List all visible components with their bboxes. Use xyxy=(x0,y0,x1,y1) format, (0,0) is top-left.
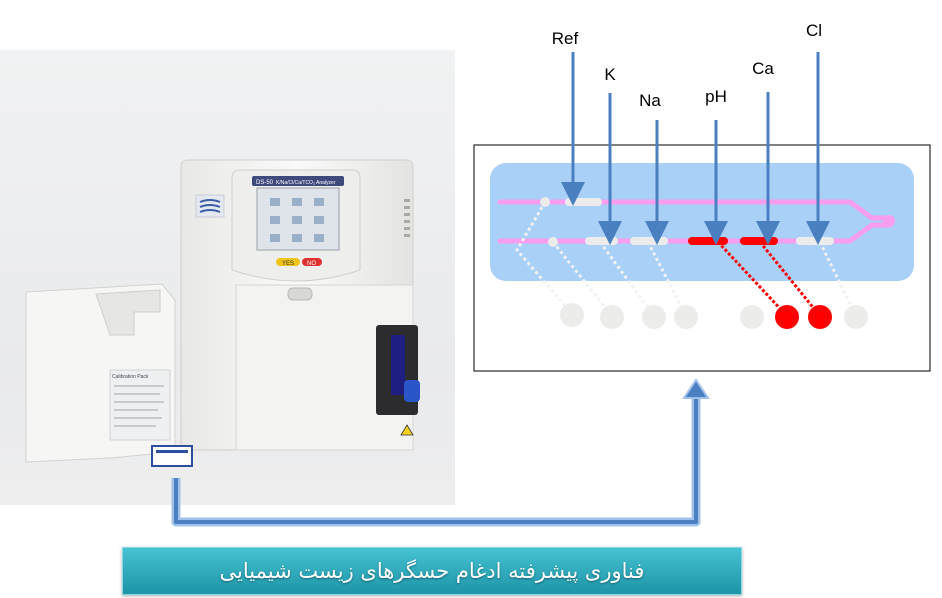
model-strip xyxy=(252,176,344,186)
active-leads xyxy=(716,240,822,318)
printer-knob[interactable] xyxy=(287,287,313,301)
contact-pad xyxy=(674,305,698,329)
contact-pad xyxy=(844,305,868,329)
ph-label: pH xyxy=(705,87,727,106)
contact-pad xyxy=(740,305,764,329)
fluid-channel xyxy=(497,199,893,244)
k-label: K xyxy=(604,65,616,84)
analyzer-device: DS-50 K/Na/Cl/Ca/TCO₂ Analyzer YES NO xyxy=(180,159,420,451)
contact-pad xyxy=(642,305,666,329)
contact-pads xyxy=(560,303,868,329)
yes-button[interactable] xyxy=(276,258,300,266)
contact-pad xyxy=(600,305,624,329)
fluid-channel-panel xyxy=(490,163,914,281)
na-label: Na xyxy=(639,91,661,110)
model-text: K/Na/Cl/Ca/TCO₂ Analyzer xyxy=(276,180,336,186)
pack-label: Calibration Pack xyxy=(112,374,149,380)
junction-node xyxy=(548,237,558,247)
callout-arrows xyxy=(561,52,830,245)
calibration-pack: Calibration Pack xyxy=(25,283,193,467)
model-badge: DS-50 xyxy=(256,180,274,186)
caption-text: فناوری پیشرفته ادغام حسگرهای زیست شیمیای… xyxy=(219,559,645,583)
sensor-chip xyxy=(151,445,193,467)
channel-outlet xyxy=(883,215,895,227)
no-button[interactable] xyxy=(302,258,322,266)
connector-arrow xyxy=(171,378,710,527)
caption-banner: فناوری پیشرفته ادغام حسگرهای زیست شیمیای… xyxy=(122,547,742,595)
yes-label: YES xyxy=(282,261,294,267)
ca-label: Ca xyxy=(752,59,774,78)
no-label: NO xyxy=(307,261,316,267)
active-contact-pad xyxy=(808,305,832,329)
ref-label: Ref xyxy=(552,29,579,48)
junction-node xyxy=(540,197,550,207)
sensor-leads xyxy=(515,201,858,317)
contact-pad xyxy=(560,303,584,327)
active-contact-pad xyxy=(775,305,799,329)
company-logo xyxy=(199,199,221,213)
cl-label: Cl xyxy=(806,21,822,40)
warning-icon xyxy=(400,424,414,436)
